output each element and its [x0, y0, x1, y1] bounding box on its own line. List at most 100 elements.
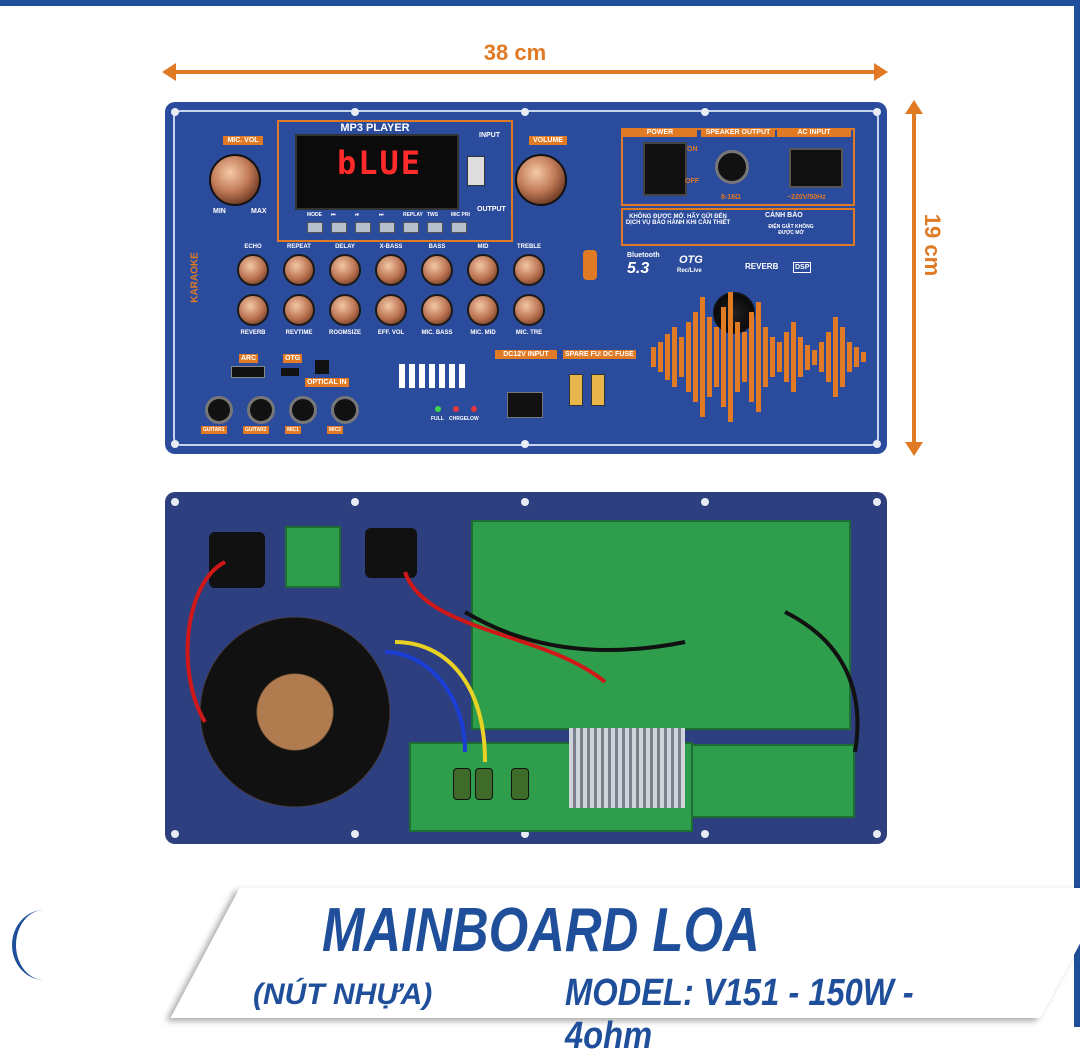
effect-knob[interactable]: [375, 294, 407, 326]
waveform-bar: [721, 307, 726, 407]
back-board-photo: [165, 492, 887, 844]
status-led-label: LOW: [467, 416, 479, 422]
player-button[interactable]: [355, 222, 371, 233]
player-button[interactable]: [307, 222, 323, 233]
speaker-jack[interactable]: [715, 150, 749, 184]
effect-knob[interactable]: [329, 254, 361, 286]
input-jack[interactable]: [247, 396, 275, 424]
effect-knob[interactable]: [283, 294, 315, 326]
effect-knob-label: REVERB: [240, 330, 266, 336]
mic-connector: [365, 528, 417, 578]
speaker-output-label: SPEAKER OUTPUT: [701, 128, 775, 137]
power-switch[interactable]: [643, 142, 687, 196]
mp3-box: [277, 120, 513, 242]
waveform-bar: [854, 347, 859, 367]
input-jack-label: MIC2: [327, 426, 343, 434]
waveform-bar: [826, 332, 831, 382]
decorative-arc: [12, 910, 76, 980]
min-label: MIN: [213, 208, 226, 215]
effect-knob[interactable]: [421, 254, 453, 286]
waveform-bar: [679, 337, 684, 377]
waveform-bar: [651, 347, 656, 367]
dsp-label: DSP: [793, 262, 812, 273]
bluetooth-pcb: [285, 526, 341, 588]
ac-socket[interactable]: [789, 148, 843, 188]
mic-vol-knob[interactable]: [209, 154, 261, 206]
front-panel-photo: KARAOKE MIC. VOL MIN MAX MP3 PLAYER bLUE…: [165, 102, 887, 454]
input-jack-label: MIC1: [285, 426, 301, 434]
screw: [521, 498, 529, 506]
input-jack[interactable]: [331, 396, 359, 424]
waveform-bar: [840, 327, 845, 387]
input-jack[interactable]: [205, 396, 233, 424]
screw: [171, 498, 179, 506]
player-button[interactable]: [379, 222, 395, 233]
volume-label: VOLUME: [529, 136, 567, 145]
spare-fuse-label: SPARE FUSE: [563, 350, 612, 359]
antenna-icon: [583, 250, 597, 280]
effect-knob-label: MIC. TRE: [515, 330, 543, 336]
waveform-bar: [742, 332, 747, 382]
mic-input-jack[interactable]: [713, 292, 755, 334]
usb-port[interactable]: [467, 156, 485, 186]
screw: [351, 830, 359, 838]
input-jack-label: GUITAR1: [201, 426, 227, 434]
speaker-ohm: 8-16Ω: [721, 194, 741, 201]
effect-knob[interactable]: [421, 294, 453, 326]
effect-knob[interactable]: [237, 294, 269, 326]
player-button[interactable]: [331, 222, 347, 233]
banner-subtitle: (NÚT NHỰA): [253, 978, 433, 1011]
spare-fuse[interactable]: [569, 374, 583, 406]
effect-knob[interactable]: [513, 254, 545, 286]
input-jack[interactable]: [289, 396, 317, 424]
effect-knob-label: EFF. VOL: [377, 330, 405, 336]
height-arrow: [905, 100, 923, 456]
status-led: [453, 406, 459, 412]
screw: [873, 830, 881, 838]
waveform-bar: [686, 322, 691, 392]
effect-knob-label: TREBLE: [517, 244, 541, 250]
height-label: 19 cm: [920, 213, 945, 277]
effect-knob-label: MID: [477, 244, 489, 250]
dc12v-label: DC12V INPUT: [495, 350, 557, 359]
player-button[interactable]: [451, 222, 467, 233]
effect-knob[interactable]: [375, 254, 407, 286]
effect-knob[interactable]: [513, 294, 545, 326]
player-button-label: ⏯: [355, 212, 360, 218]
screw: [873, 108, 881, 116]
input-jack-label: GUITAR2: [243, 426, 269, 434]
screw: [351, 108, 359, 116]
waveform-bar: [707, 317, 712, 397]
waveform-bar: [819, 342, 824, 372]
optical-in-label: OPTICAL IN: [305, 378, 349, 387]
mp3-display: bLUE: [295, 134, 459, 210]
effect-knob[interactable]: [329, 294, 361, 326]
capacitor: [475, 768, 493, 800]
waveform-bar: [756, 302, 761, 412]
hdmi-arc-port[interactable]: [231, 366, 265, 378]
effect-knob[interactable]: [283, 254, 315, 286]
output-label: OUTPUT: [477, 206, 506, 213]
arc-label: ARC: [239, 354, 259, 363]
player-button[interactable]: [427, 222, 443, 233]
power-label: POWER: [623, 128, 697, 137]
optical-port[interactable]: [315, 360, 329, 374]
effect-knob[interactable]: [467, 294, 499, 326]
rec-live-label: Rec/Live: [677, 268, 702, 274]
effect-knob-label: DELAY: [335, 244, 355, 250]
volume-knob[interactable]: [515, 154, 567, 206]
width-arrow: [162, 63, 888, 81]
relay-pcb: [691, 744, 855, 818]
player-button[interactable]: [403, 222, 419, 233]
otg-port[interactable]: [281, 368, 299, 376]
toroidal-transformer: [200, 617, 390, 807]
effect-knob[interactable]: [237, 254, 269, 286]
effect-knob[interactable]: [467, 254, 499, 286]
player-button-label: MIC PRI: [451, 212, 470, 218]
dien-giat-label: ĐIỆN GIẬT KHÔNG ĐƯỢC MỞ: [768, 224, 814, 236]
screw: [171, 108, 179, 116]
dc-fuse[interactable]: [591, 374, 605, 406]
effect-knob-label: BASS: [428, 244, 446, 250]
status-led: [435, 406, 441, 412]
dc-terminal[interactable]: [507, 392, 543, 418]
